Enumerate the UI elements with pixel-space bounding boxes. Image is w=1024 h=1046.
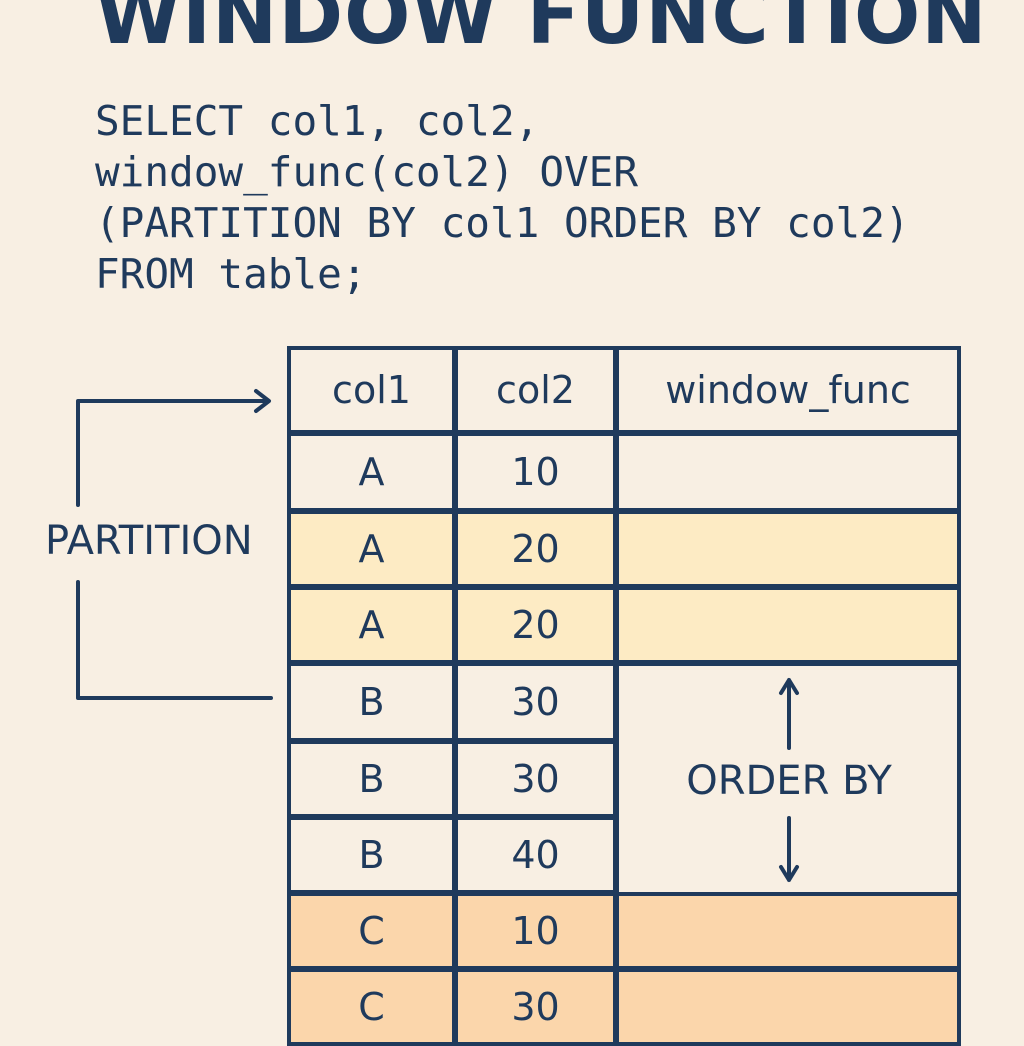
cell-col2: 20 xyxy=(454,510,617,588)
cell-col1: A xyxy=(287,432,456,512)
partition-bracket-bottom xyxy=(76,580,273,700)
annotation-arrows xyxy=(76,389,799,882)
header-col2: col2 xyxy=(454,346,617,434)
partition-bracket-top xyxy=(76,399,270,507)
order-up-arrow-icon xyxy=(779,678,799,750)
sql-code-block: SELECT col1, col2,window_func(col2) OVER… xyxy=(95,96,910,300)
code-line: (PARTITION BY col1 ORDER BY col2) xyxy=(95,199,910,247)
cell-window-func xyxy=(615,586,961,664)
partition-arrow-head-icon xyxy=(254,389,271,413)
cell-col2: 40 xyxy=(454,816,617,894)
page-title: WINDOW FUNCTION xyxy=(95,0,988,62)
cell-col2: 10 xyxy=(454,432,617,512)
order-by-label: ORDER BY xyxy=(686,758,892,804)
code-line: SELECT col1, col2, xyxy=(95,97,540,145)
cell-col2: 30 xyxy=(454,740,617,818)
partition-label: PARTITION xyxy=(45,518,253,564)
code-line: FROM table; xyxy=(95,250,367,298)
order-down-arrow-icon xyxy=(779,816,799,882)
code-line: window_func(col2) OVER xyxy=(95,148,639,196)
cell-window-func xyxy=(615,892,961,970)
cell-col2: 20 xyxy=(454,586,617,664)
cell-col2: 30 xyxy=(454,662,617,742)
cell-col1: A xyxy=(287,586,456,664)
